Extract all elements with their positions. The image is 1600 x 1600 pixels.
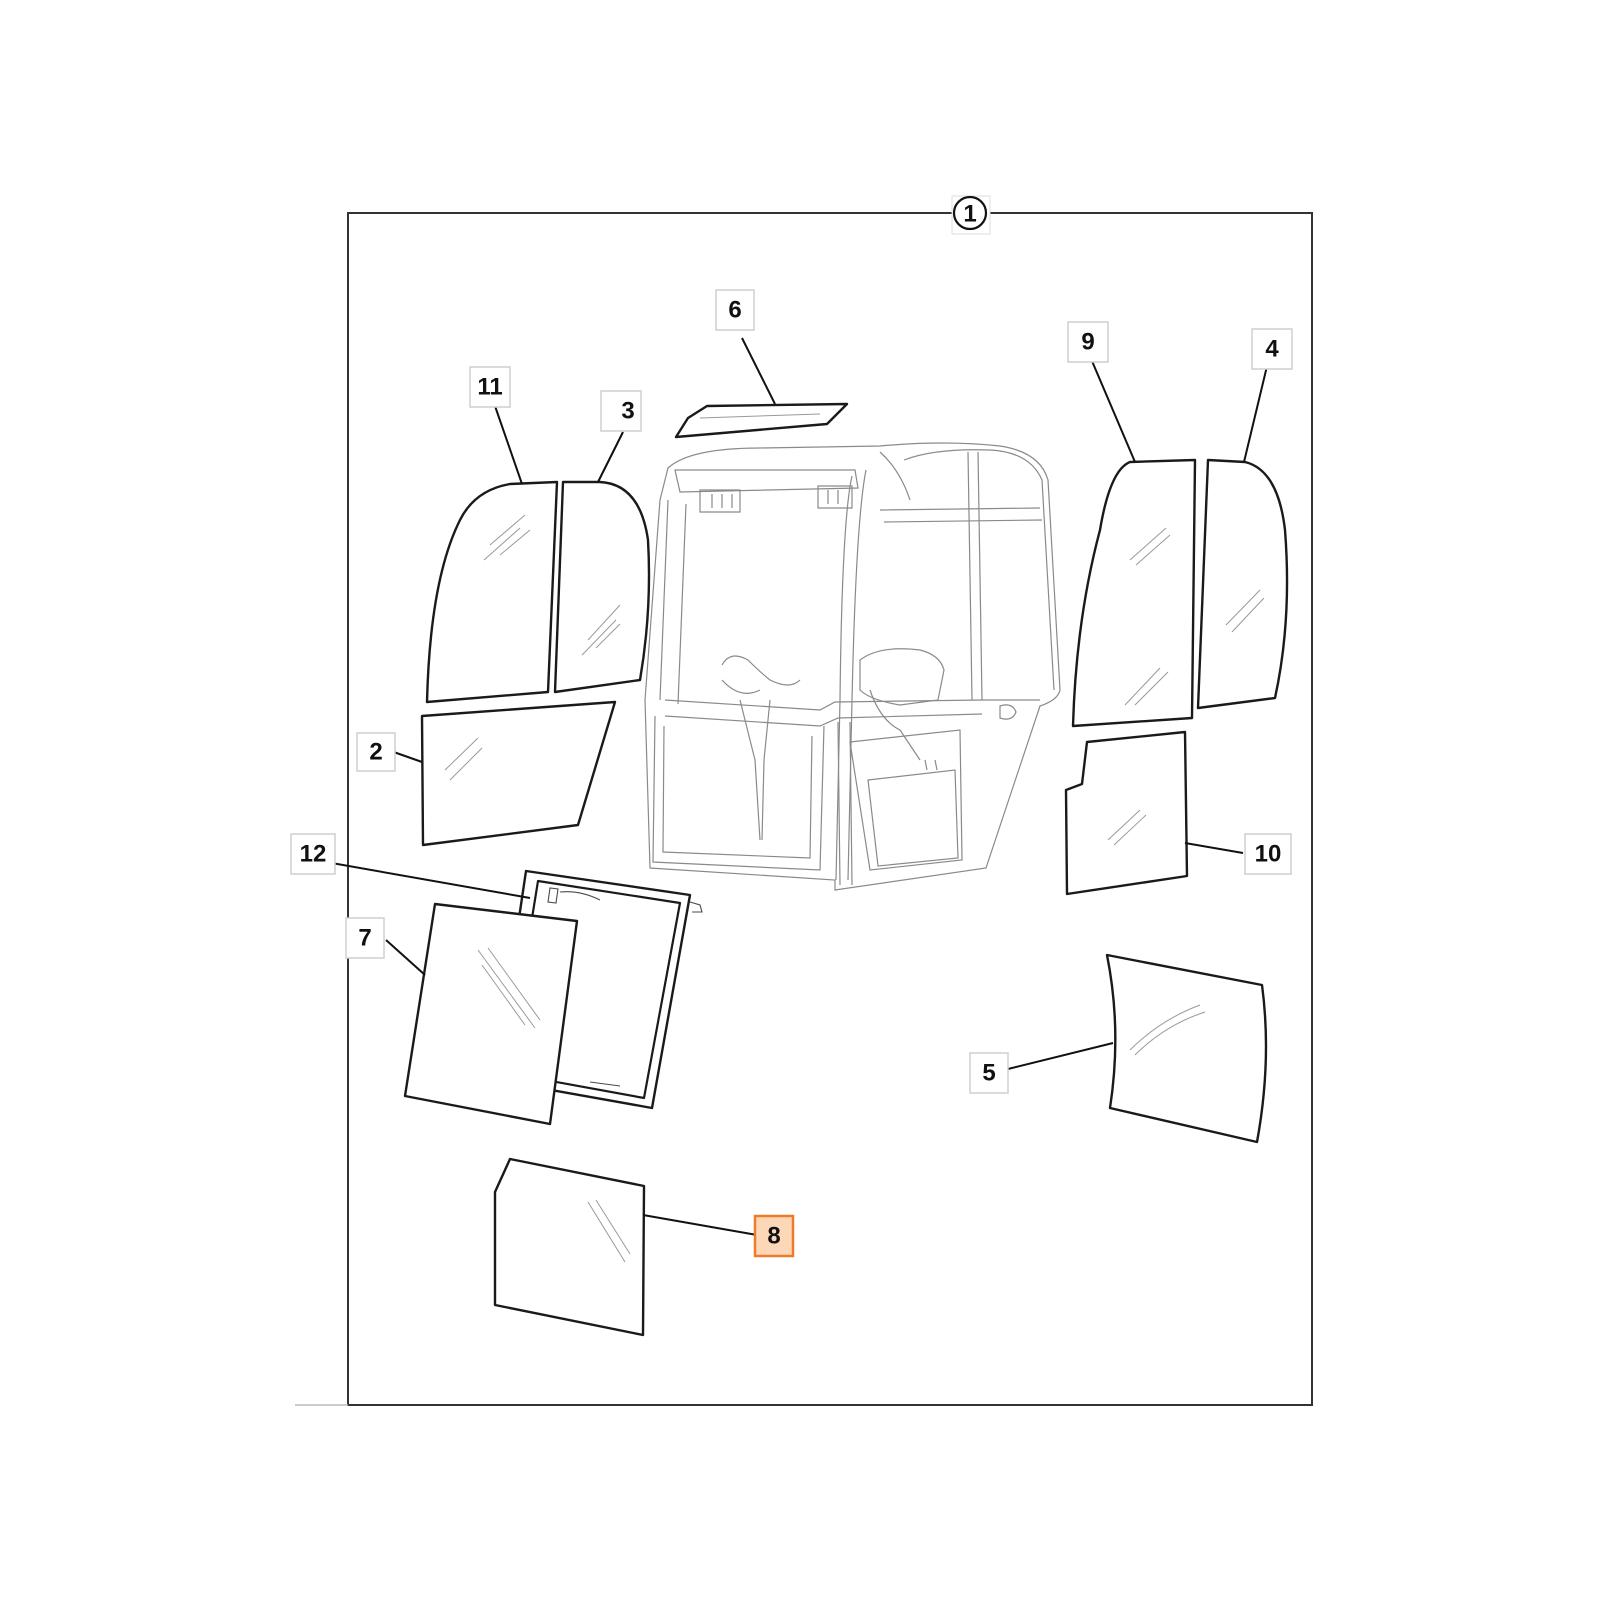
glass-panel-2[interactable] [420,700,617,847]
callout-2[interactable]: 2 [356,732,396,772]
assembly-callout[interactable]: 1 [951,195,991,235]
callout-12[interactable]: 12 [290,833,336,875]
callout-10[interactable]: 10 [1244,833,1292,875]
callout-7[interactable]: 7 [345,917,385,959]
callout-5-label: 5 [982,1060,995,1087]
callout-3-label: 3 [621,398,634,425]
glass-panel-7[interactable] [403,902,579,1126]
callout-4-label: 4 [1265,336,1279,363]
callout-10-label: 10 [1255,841,1282,868]
callout-7-label: 7 [358,925,371,952]
callout-12-label: 12 [300,841,327,868]
glass-panel-4[interactable] [1196,458,1289,710]
callout-8-label: 8 [767,1223,780,1250]
leader-lines [325,337,1269,1236]
callout-9-label: 9 [1081,329,1094,356]
callout-11-label: 11 [477,374,502,401]
glass-panel-6-roof[interactable] [674,402,849,439]
callout-6[interactable]: 6 [715,289,755,331]
callout-2-label: 2 [369,739,382,766]
glass-panel-8[interactable] [493,1157,646,1337]
callout-6-label: 6 [728,297,741,324]
callout-11[interactable]: 11 [469,366,511,408]
glass-panel-10[interactable] [1064,730,1189,896]
cab-frame [644,442,1061,891]
glass-panel-5[interactable] [1105,953,1268,1144]
callout-4[interactable]: 4 [1251,328,1293,370]
glass-panel-9[interactable] [1071,458,1197,728]
glass-panel-3[interactable] [553,480,651,694]
assembly-frame [347,212,1313,1406]
callout-3[interactable]: 3 [600,390,642,432]
callout-5[interactable]: 5 [969,1052,1009,1094]
assembly-callout-label: 1 [963,201,976,228]
glass-panel-11[interactable] [425,480,559,704]
callout-8[interactable]: 8 [753,1214,795,1258]
callout-9[interactable]: 9 [1067,321,1109,363]
